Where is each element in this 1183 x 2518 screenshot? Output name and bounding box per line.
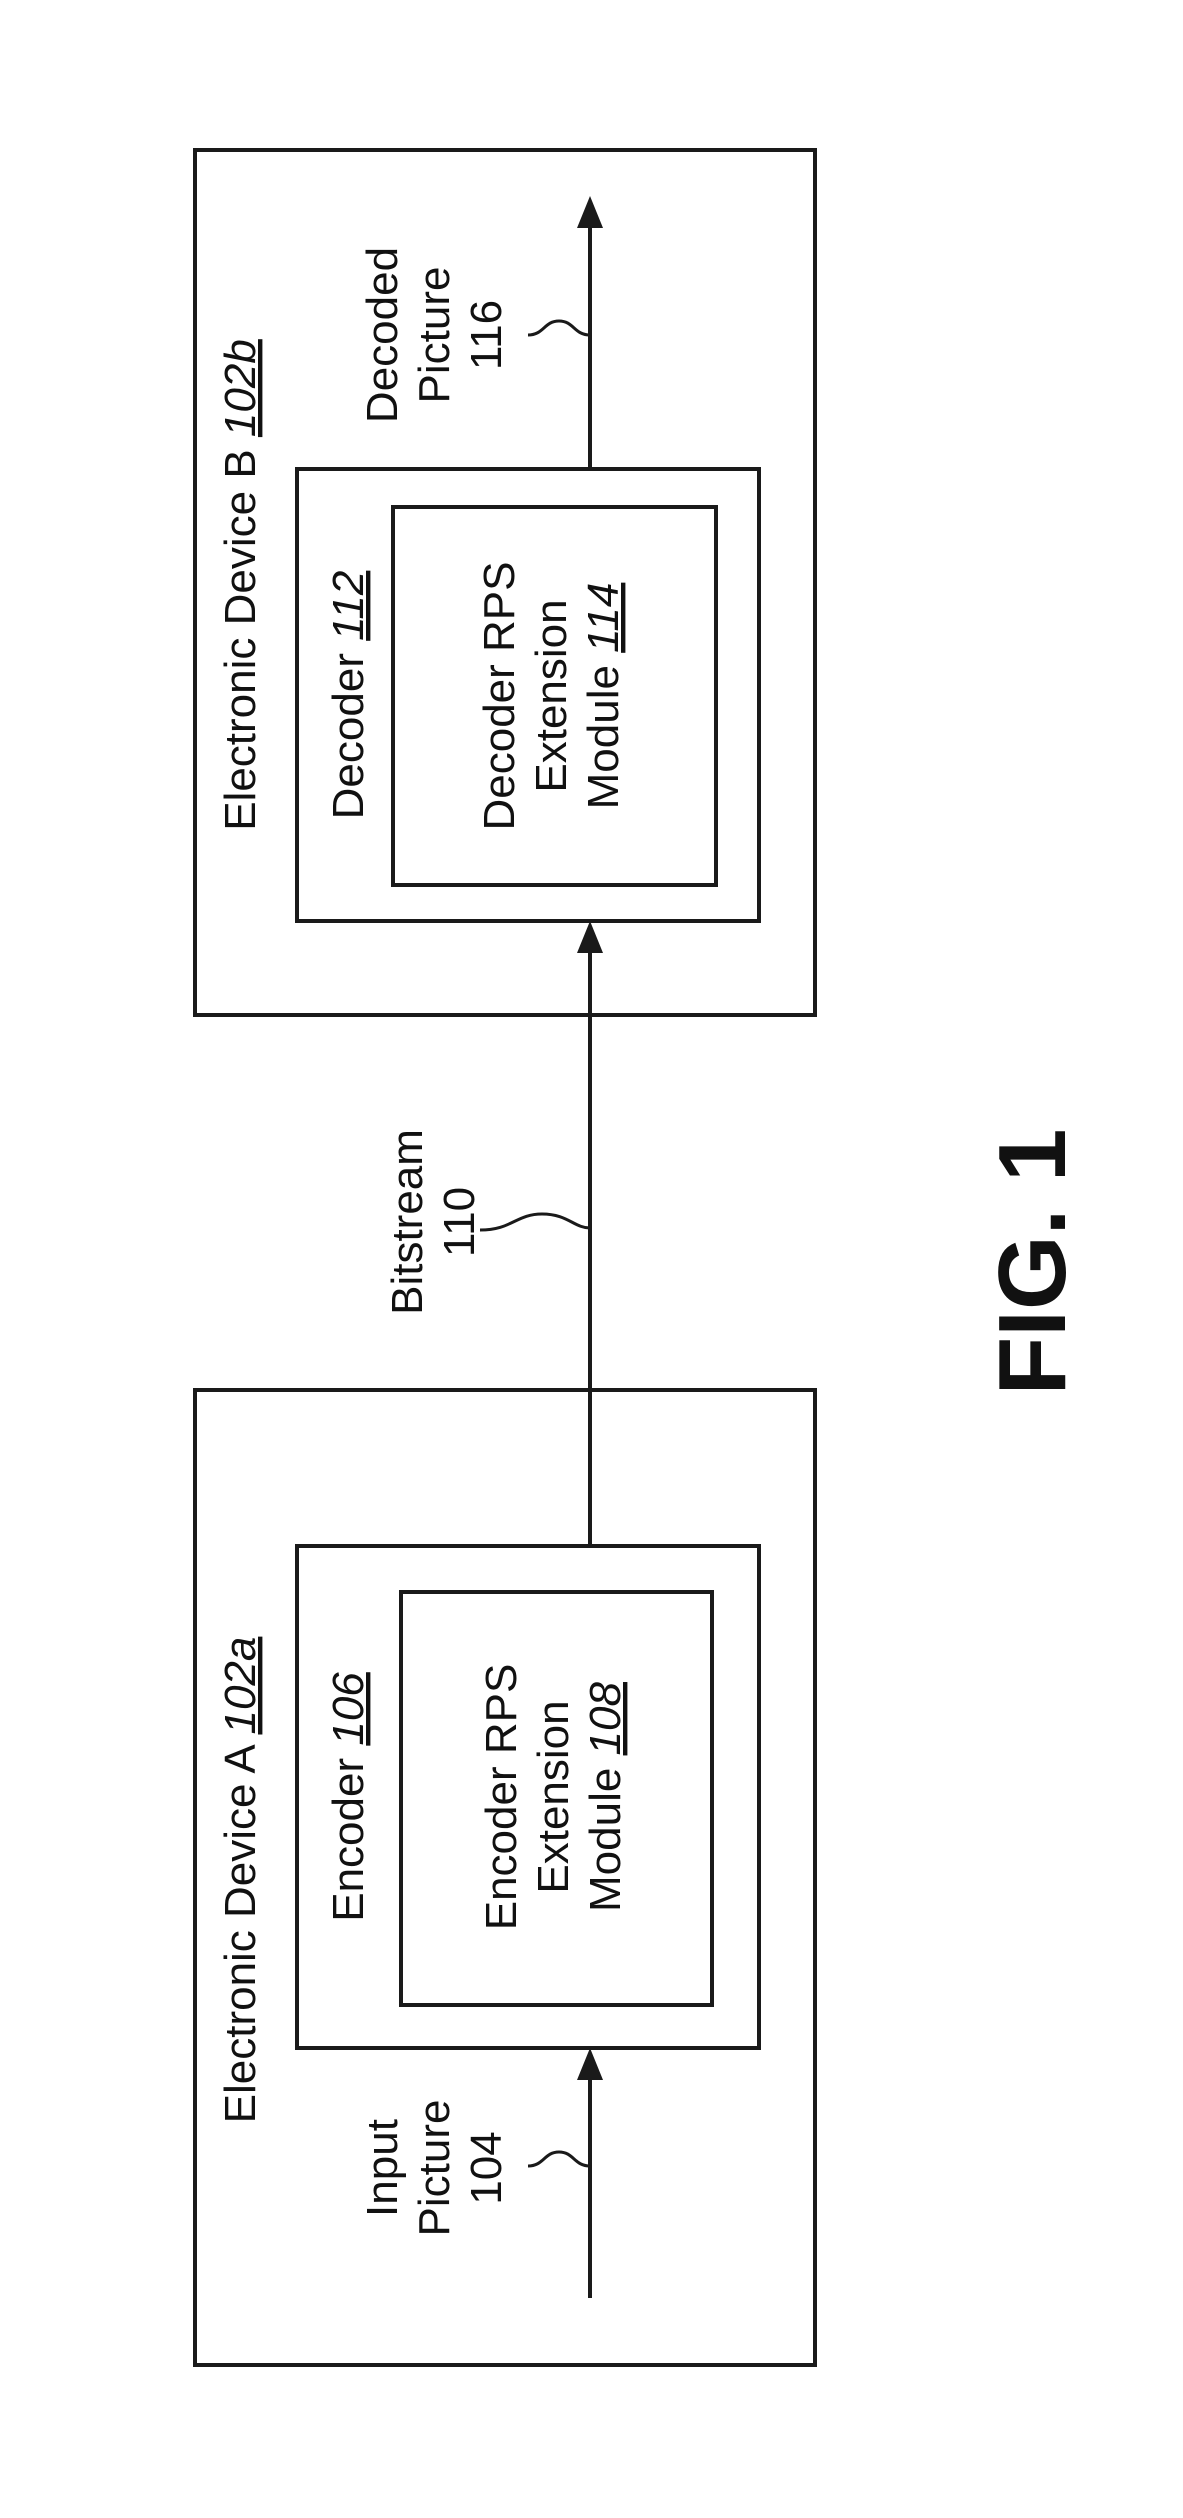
decoded-picture-arrowhead [577,196,603,228]
encoder-label: Encoder 106 [324,1672,373,1922]
bitstream-arrowhead [577,921,603,953]
input-picture-arrowhead [577,2048,603,2080]
decoded-picture-squiggle [528,321,590,335]
electronic-device-b-label: Electronic Device B 102b [216,339,265,831]
decoder-rps-extension-module-label: Decoder RPSExtensionModule 114 [475,561,628,830]
input-picture-label: InputPicture104 [358,2100,511,2237]
encoder-rps-extension-module-ref: 108 [581,1681,630,1755]
decoder-label: Decoder 112 [324,571,373,820]
encoder-ref: 106 [324,1672,373,1746]
decoded-picture-label: DecodedPicture116 [358,247,511,423]
input-picture-squiggle [528,2152,590,2166]
bitstream-squiggle [480,1214,590,1230]
figure-label: FIG. 1 [979,1129,1086,1396]
electronic-device-b-ref: 102b [216,339,265,437]
electronic-device-a-label: Electronic Device A 102a [216,1637,265,2124]
encoder-rps-extension-module-label: Encoder RPSExtensionModule 108 [477,1664,630,1931]
bitstream-label: Bitstream110 [383,1129,484,1315]
decoder-ref: 112 [324,571,373,641]
decoder-rps-extension-module-ref: 114 [579,583,628,653]
electronic-device-a-ref: 102a [216,1637,265,1735]
